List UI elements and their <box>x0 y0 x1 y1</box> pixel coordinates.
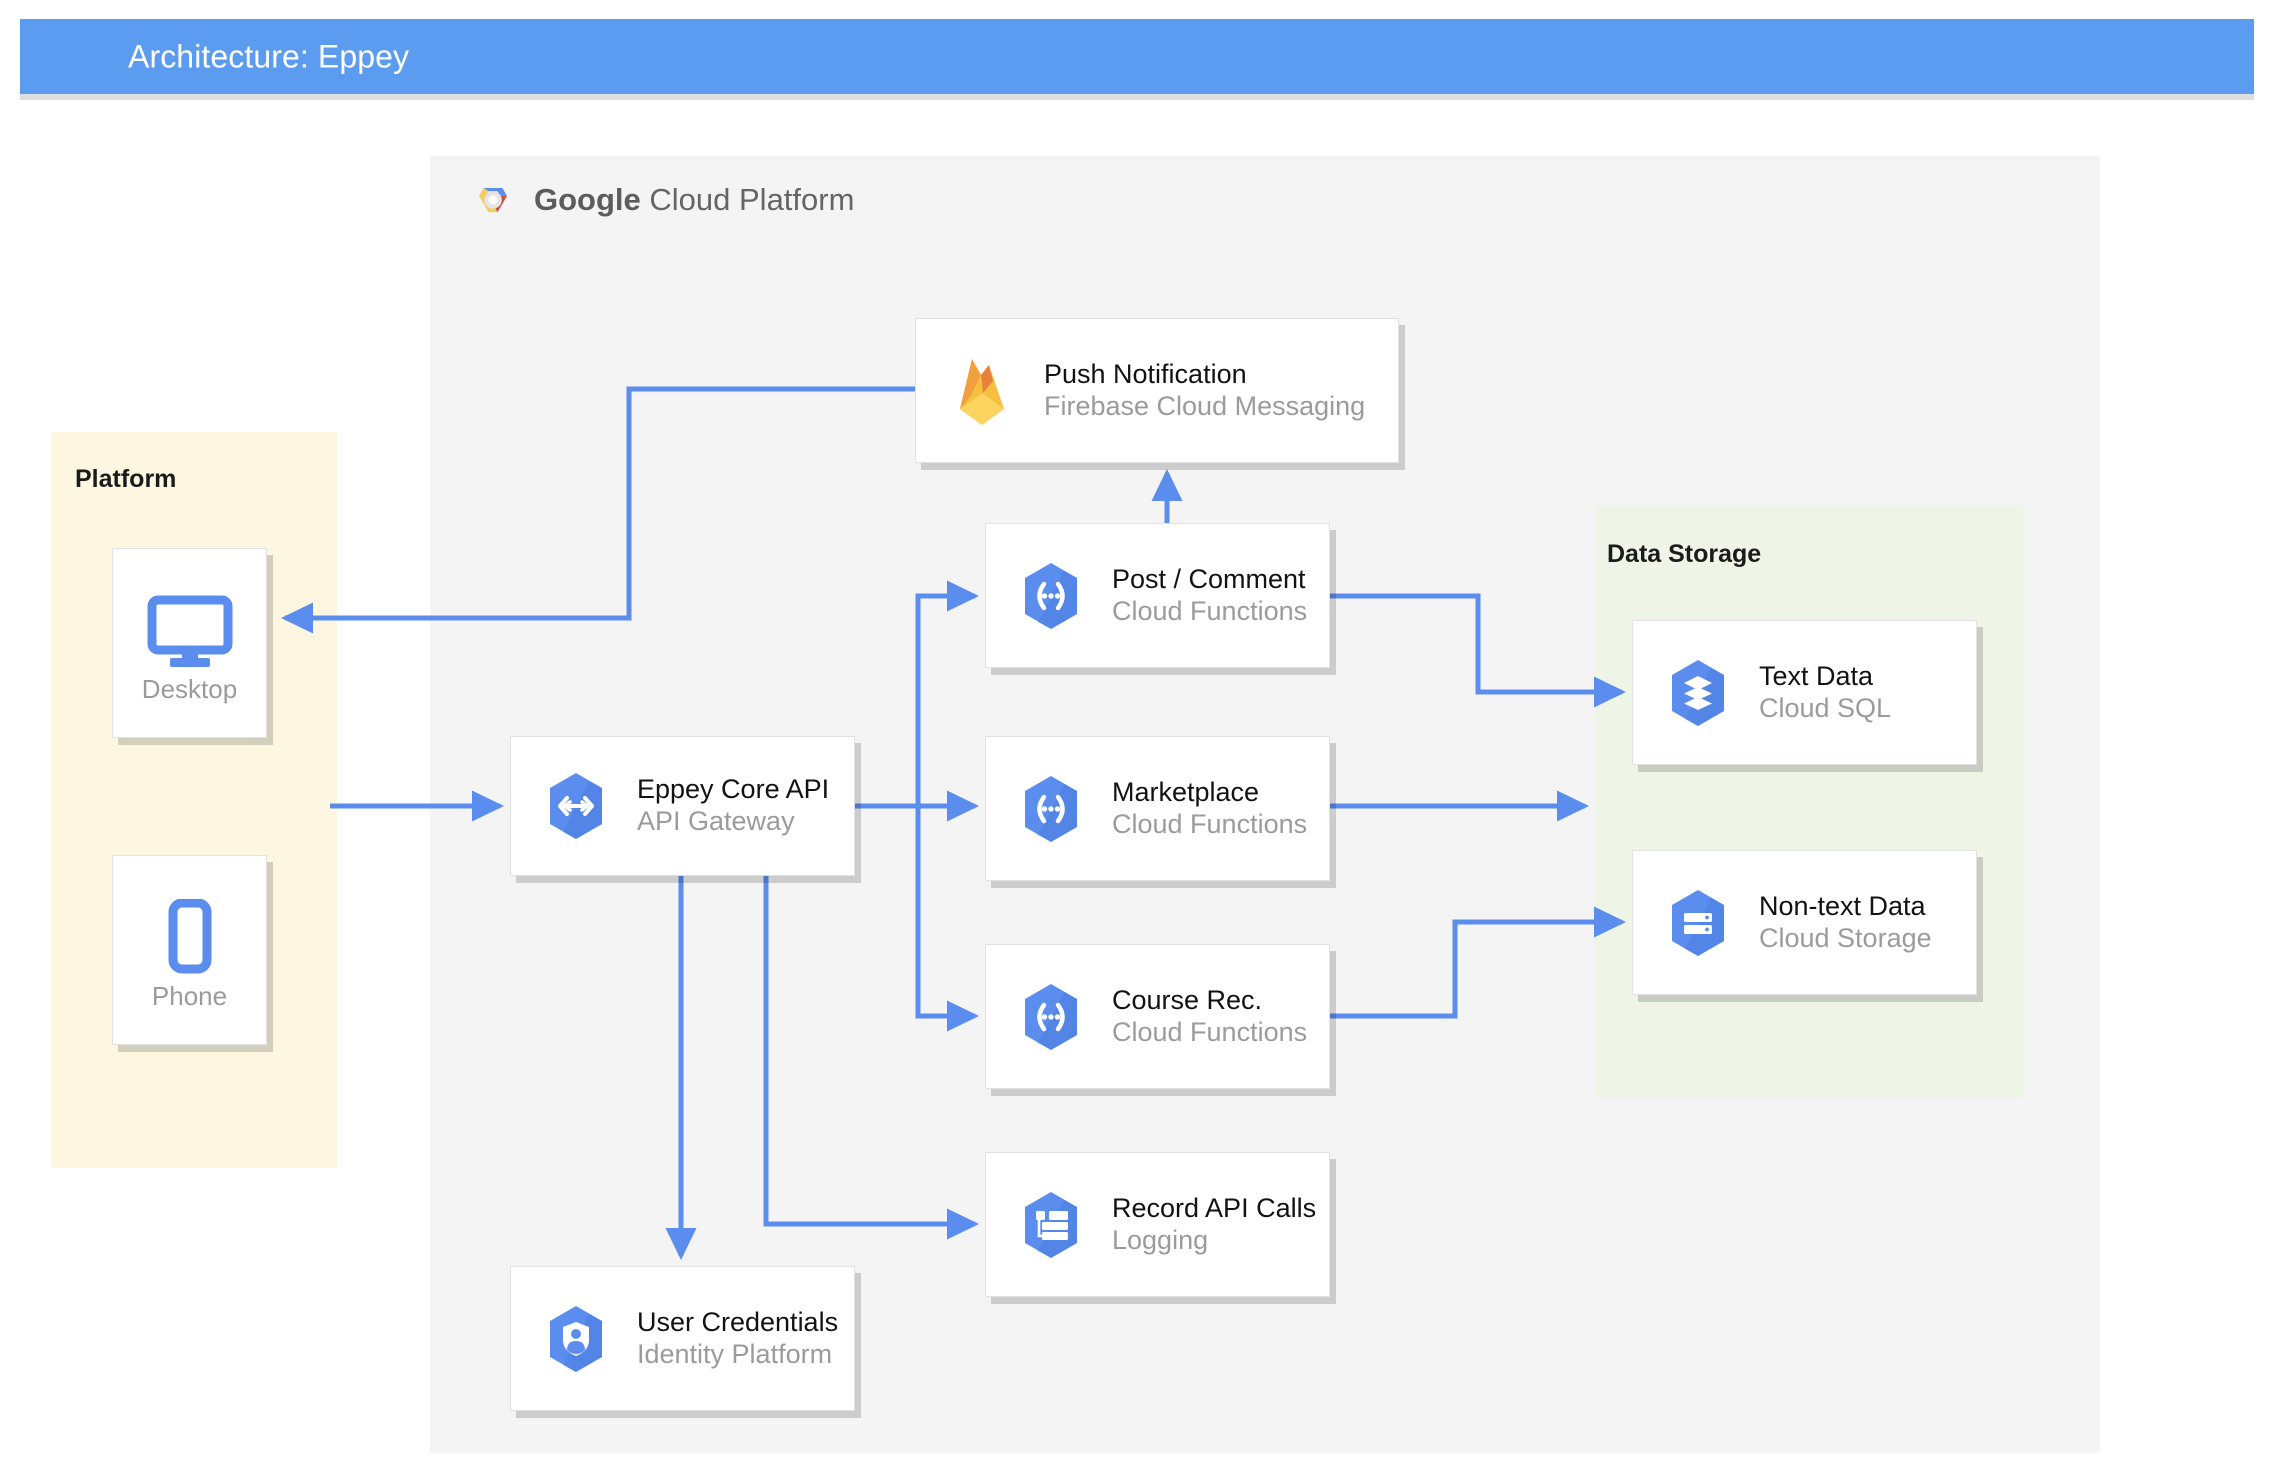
node-course-rec-labels: Course Rec. Cloud Functions <box>1112 985 1307 1049</box>
node-push-notification-subtitle: Firebase Cloud Messaging <box>1044 390 1366 421</box>
monitor-icon <box>144 592 236 672</box>
node-user-credentials[interactable]: User Credentials Identity Platform <box>510 1266 855 1411</box>
gcp-panel-header: Google Cloud Platform <box>470 172 854 228</box>
node-eppey-core-api-subtitle: API Gateway <box>637 806 795 836</box>
node-desktop-label: Desktop <box>141 673 238 704</box>
node-record-api-calls[interactable]: Record API Calls Logging <box>985 1152 1330 1297</box>
node-push-notification[interactable]: Push Notification Firebase Cloud Messagi… <box>915 318 1399 463</box>
node-post-comment-labels: Post / Comment Cloud Functions <box>1112 564 1307 628</box>
title-bar: Architecture: Eppey <box>20 19 2254 94</box>
node-post-comment-subtitle: Cloud Functions <box>1112 595 1308 626</box>
node-marketplace-subtitle: Cloud Functions <box>1112 808 1308 839</box>
cloud-functions-icon <box>1020 561 1082 631</box>
node-push-notification-title: Push Notification <box>1044 358 1247 389</box>
node-text-data[interactable]: Text Data Cloud SQL <box>1632 620 1977 765</box>
node-non-text-data-title: Non-text Data <box>1759 890 1926 921</box>
node-user-credentials-labels: User Credentials Identity Platform <box>637 1307 838 1371</box>
smartphone-icon <box>144 898 236 979</box>
node-eppey-core-api-title: Eppey Core API <box>637 774 830 805</box>
cloud-functions-icon <box>1020 982 1082 1052</box>
node-non-text-data-labels: Non-text Data Cloud Storage <box>1759 891 1932 955</box>
node-text-data-title: Text Data <box>1759 660 1874 691</box>
node-course-rec-subtitle: Cloud Functions <box>1112 1016 1308 1047</box>
group-data-storage <box>1595 505 2023 1098</box>
node-non-text-data-subtitle: Cloud Storage <box>1759 922 1932 953</box>
group-data-storage-title: Data Storage <box>1607 540 1762 568</box>
node-course-rec-title: Course Rec. <box>1112 984 1263 1015</box>
node-marketplace-labels: Marketplace Cloud Functions <box>1112 777 1307 841</box>
node-desktop[interactable]: Desktop <box>112 548 267 738</box>
node-push-notification-labels: Push Notification Firebase Cloud Messagi… <box>1044 359 1365 423</box>
firebase-flame-icon <box>950 353 1014 429</box>
node-marketplace[interactable]: Marketplace Cloud Functions <box>985 736 1330 881</box>
cloud-logging-icon <box>1020 1190 1082 1260</box>
group-platform-title: Platform <box>75 465 177 493</box>
identity-platform-icon <box>545 1304 607 1374</box>
cloud-storage-icon <box>1667 888 1729 958</box>
node-record-api-calls-labels: Record API Calls Logging <box>1112 1193 1316 1257</box>
node-user-credentials-subtitle: Identity Platform <box>637 1338 833 1369</box>
node-text-data-labels: Text Data Cloud SQL <box>1759 661 1891 725</box>
gcp-wordmark-bold: Google <box>534 182 641 217</box>
gcp-wordmark-rest: Cloud Platform <box>640 182 855 217</box>
node-post-comment[interactable]: Post / Comment Cloud Functions <box>985 523 1330 668</box>
api-gateway-icon <box>545 771 607 841</box>
cloud-sql-icon <box>1667 658 1729 728</box>
cloud-functions-icon <box>1020 774 1082 844</box>
node-text-data-subtitle: Cloud SQL <box>1759 692 1892 723</box>
node-phone[interactable]: Phone <box>112 855 267 1045</box>
node-record-api-calls-subtitle: Logging <box>1112 1224 1209 1255</box>
gcp-wordmark: Google Cloud Platform <box>534 182 854 218</box>
node-record-api-calls-title: Record API Calls <box>1112 1192 1317 1223</box>
group-platform <box>51 432 337 1168</box>
node-phone-label: Phone <box>151 980 228 1011</box>
node-eppey-core-api[interactable]: Eppey Core API API Gateway <box>510 736 855 876</box>
google-cloud-platform-logo-icon <box>470 175 516 226</box>
node-eppey-core-api-labels: Eppey Core API API Gateway <box>637 774 829 838</box>
node-marketplace-title: Marketplace <box>1112 776 1260 807</box>
page-title: Architecture: Eppey <box>128 38 410 74</box>
node-course-rec[interactable]: Course Rec. Cloud Functions <box>985 944 1330 1089</box>
node-user-credentials-title: User Credentials <box>637 1306 839 1337</box>
node-non-text-data[interactable]: Non-text Data Cloud Storage <box>1632 850 1977 995</box>
node-post-comment-title: Post / Comment <box>1112 563 1306 594</box>
